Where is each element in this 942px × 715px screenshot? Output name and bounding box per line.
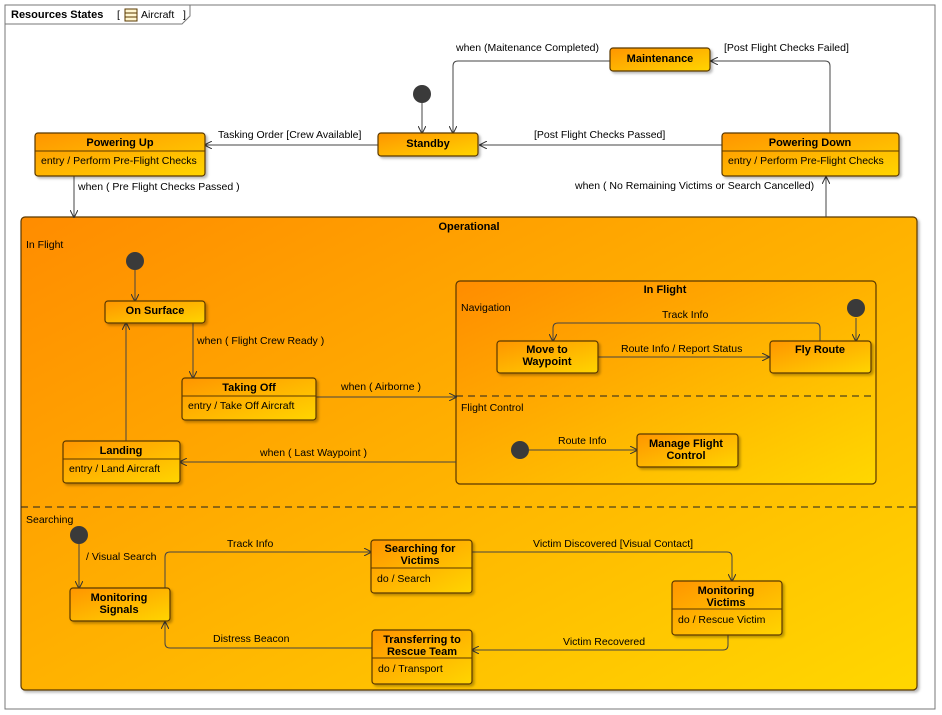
state-monitoring-signals-line2: Signals xyxy=(99,604,138,616)
label-last-waypoint: when ( Last Waypoint ) xyxy=(259,447,367,459)
state-searching-for-victims[interactable]: Searching for Victims do / Search xyxy=(370,539,473,594)
state-monitoring-victims[interactable]: Monitoring Victims do / Rescue Victim xyxy=(671,580,783,636)
operational-title: Operational xyxy=(438,221,499,233)
state-standby[interactable]: Standby xyxy=(377,132,479,157)
label-route-info-report: Route Info / Report Status xyxy=(621,343,742,355)
transition-maintenance-to-standby xyxy=(453,60,610,133)
state-manage-flight-control-line1: Manage Flight xyxy=(649,438,723,450)
state-powering-down[interactable]: Powering Down entry / Perform Pre-Flight… xyxy=(721,132,900,177)
state-powering-down-name: Powering Down xyxy=(769,137,852,149)
region-flight-control-label: Flight Control xyxy=(461,402,523,414)
state-landing-name: Landing xyxy=(100,445,143,457)
frame-context-open: [ xyxy=(117,9,120,21)
frame-title: Resources States xyxy=(11,9,103,21)
state-monitoring-victims-line2: Victims xyxy=(707,597,746,609)
state-monitoring-signals[interactable]: Monitoring Signals xyxy=(69,587,171,622)
frame-context-close: ] xyxy=(183,9,186,21)
state-maintenance[interactable]: Maintenance xyxy=(609,47,711,72)
region-navigation-label: Navigation xyxy=(461,302,511,314)
label-track-info-search: Track Info xyxy=(227,538,273,550)
in-flight-composite-state[interactable]: In Flight Navigation Flight Control xyxy=(455,280,877,485)
label-tasking-order: Tasking Order [Crew Available] xyxy=(218,129,361,141)
initial-node-top xyxy=(413,85,431,103)
state-manage-flight-control[interactable]: Manage Flight Control xyxy=(636,433,739,468)
transition-fly-route-to-move-to-waypoint xyxy=(553,322,821,341)
state-monitoring-victims-line1: Monitoring xyxy=(698,585,755,597)
transition-monitoring-victims-to-transferring xyxy=(472,635,729,650)
state-maintenance-name: Maintenance xyxy=(627,53,694,65)
state-transferring-do: do / Transport xyxy=(378,663,443,675)
label-post-flight-failed: [Post Flight Checks Failed] xyxy=(724,42,849,54)
transition-transferring-to-monitoring-signals xyxy=(165,622,372,649)
state-landing-entry: entry / Land Aircraft xyxy=(69,463,160,475)
state-powering-up-name: Powering Up xyxy=(86,137,154,149)
state-searching-for-victims-do: do / Search xyxy=(377,573,431,585)
state-taking-off-entry: entry / Take Off Aircraft xyxy=(188,400,294,412)
region-in-flight-label: In Flight xyxy=(26,239,63,251)
state-powering-up-entry: entry / Perform Pre-Flight Checks xyxy=(41,155,197,167)
transition-monitoring-signals-to-searching xyxy=(164,552,371,588)
state-on-surface-name: On Surface xyxy=(126,305,185,317)
state-taking-off-name: Taking Off xyxy=(222,382,276,394)
state-standby-name: Standby xyxy=(406,138,450,150)
state-move-to-waypoint[interactable]: Move to Waypoint xyxy=(496,340,599,374)
state-fly-route[interactable]: Fly Route xyxy=(769,340,872,374)
label-post-flight-passed: [Post Flight Checks Passed] xyxy=(534,129,665,141)
state-powering-up[interactable]: Powering Up entry / Perform Pre-Flight C… xyxy=(34,132,206,177)
label-visual-search: / Visual Search xyxy=(86,551,157,563)
label-route-info: Route Info xyxy=(558,435,607,447)
state-monitoring-victims-do: do / Rescue Victim xyxy=(678,614,766,626)
initial-pseudostates xyxy=(70,85,865,544)
label-pre-flight-passed: when ( Pre Flight Checks Passed ) xyxy=(77,181,240,193)
label-flight-crew-ready: when ( Flight Crew Ready ) xyxy=(196,335,324,347)
label-airborne: when ( Airborne ) xyxy=(340,381,421,393)
initial-node-in-flight xyxy=(126,252,144,270)
class-icon xyxy=(124,8,138,22)
label-victim-discovered: Victim Discovered [Visual Contact] xyxy=(533,538,693,550)
transition-searching-to-monitoring-victims xyxy=(472,551,732,581)
state-move-to-waypoint-line1: Move to xyxy=(526,344,568,356)
state-transferring-to-rescue-team[interactable]: Transferring to Rescue Team do / Transpo… xyxy=(371,629,473,685)
state-searching-for-victims-line1: Searching for xyxy=(385,543,457,555)
label-distress-beacon: Distress Beacon xyxy=(213,633,290,645)
state-monitoring-signals-line1: Monitoring xyxy=(91,592,148,604)
state-taking-off[interactable]: Taking Off entry / Take Off Aircraft xyxy=(181,377,317,421)
transitions xyxy=(74,61,856,650)
state-move-to-waypoint-line2: Waypoint xyxy=(522,356,571,368)
state-searching-for-victims-line2: Victims xyxy=(401,555,440,567)
state-landing[interactable]: Landing entry / Land Aircraft xyxy=(62,440,181,484)
in-flight-composite-title: In Flight xyxy=(644,284,687,296)
frame-context: Aircraft xyxy=(141,9,174,21)
state-manage-flight-control-line2: Control xyxy=(666,450,705,462)
label-victim-recovered: Victim Recovered xyxy=(563,636,645,648)
initial-node-navigation xyxy=(847,299,865,317)
state-transferring-line1: Transferring to xyxy=(383,634,461,646)
transition-powering-down-to-maintenance xyxy=(711,61,831,133)
label-no-victims: when ( No Remaining Victims or Search Ca… xyxy=(574,180,814,192)
initial-node-flight-control xyxy=(511,441,529,459)
state-powering-down-entry: entry / Perform Pre-Flight Checks xyxy=(728,155,884,167)
region-searching-label: Searching xyxy=(26,514,73,526)
initial-node-searching xyxy=(70,526,88,544)
label-maintenance-completed: when (Maitenance Completed) xyxy=(455,42,599,54)
transition-labels: when (Maitenance Completed) [Post Flight… xyxy=(77,42,849,648)
state-on-surface[interactable]: On Surface xyxy=(104,300,206,324)
label-track-info-nav: Track Info xyxy=(662,309,708,321)
state-transferring-line2: Rescue Team xyxy=(387,646,457,658)
state-fly-route-name: Fly Route xyxy=(795,344,845,356)
